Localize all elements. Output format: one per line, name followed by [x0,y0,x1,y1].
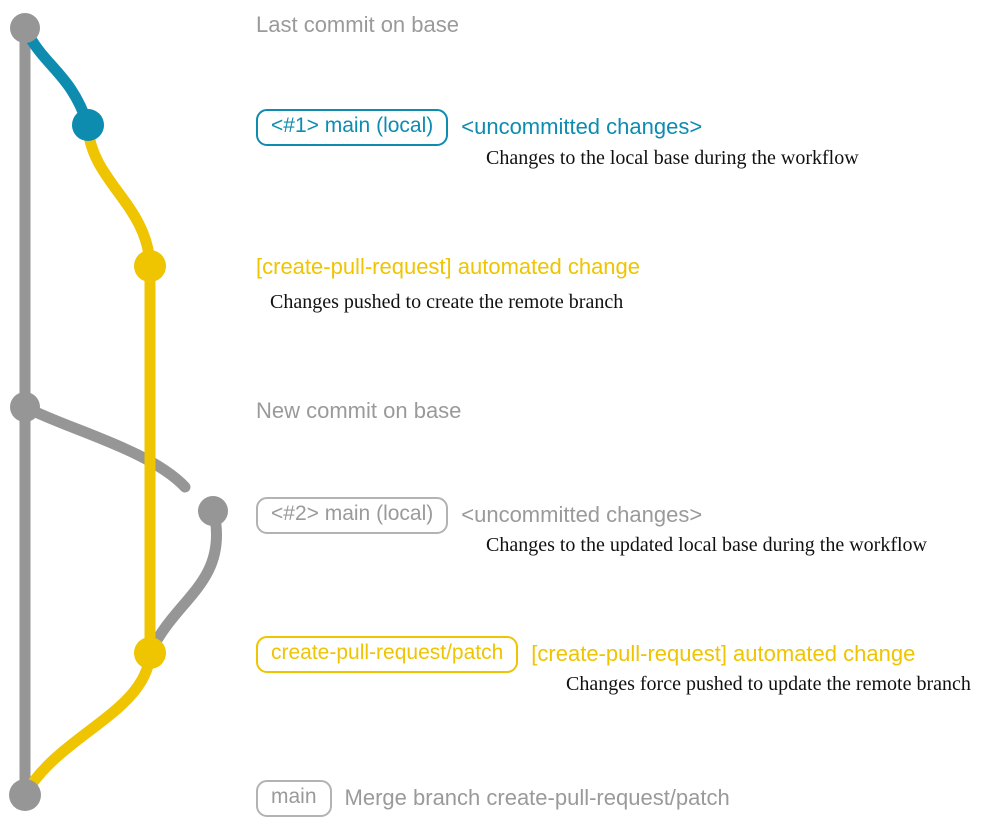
remote2-to-merge-line [20,649,156,799]
branch-pill-merge[interactable]: main [256,780,332,817]
commit-subject-new-commit-on-base: New commit on base [256,398,462,423]
commit-node-local-1[interactable] [72,109,104,141]
commit-node-base-head[interactable] [10,13,40,43]
commit-subject-remote-update: [create-pull-request] automated change [531,641,916,667]
commit-subject-last-commit-on-base: Last commit on base [256,12,459,37]
commit-node-local-2[interactable] [198,496,228,526]
commit-description-remote-update: Changes force pushed to update the remot… [566,673,971,695]
branch-pill-remote-update[interactable]: create-pull-request/patch [256,636,519,673]
commit-description-remote-create: Changes pushed to create the remote bran… [270,291,624,313]
commit-subject-remote-create: [create-pull-request] automated change [256,254,641,279]
commit-subject-merge: Merge branch create-pull-request/patch [344,785,730,811]
commit-node-remote-1[interactable] [134,250,166,282]
commit-node-base-new[interactable] [10,392,40,422]
branch-pill-local-1[interactable]: <#1> main (local) [256,109,449,146]
branch-pill-local-2[interactable]: <#2> main (local) [256,497,449,534]
annotation-row-remote-create: [create-pull-request] automated change [256,254,640,280]
commit-subject-local-1: <uncommitted changes> [461,114,703,140]
commit-description-local-2: Changes to the updated local base during… [486,534,927,556]
local2-to-remote2-line [144,519,222,659]
base-to-local1-line [20,24,94,131]
commit-description-local-1: Changes to the local base during the wor… [486,147,859,169]
annotation-row-new-commit-on-base: New commit on base [256,398,461,424]
commit-node-merge-head[interactable] [9,779,41,811]
base-to-local2-line [19,401,191,493]
commit-subject-local-2: <uncommitted changes> [461,502,703,528]
annotation-row-local-2: <#2> main (local) <uncommitted changes> [256,497,702,534]
annotation-row-last-commit-on-base: Last commit on base [256,12,459,38]
annotation-row-merge: main Merge branch create-pull-request/pa… [256,780,730,817]
annotation-row-local-1: <#1> main (local) <uncommitted changes> [256,109,702,146]
local1-to-remote1-line [82,122,156,272]
commit-node-remote-2[interactable] [134,637,166,669]
annotation-row-remote-update: create-pull-request/patch [create-pull-r… [256,636,915,673]
